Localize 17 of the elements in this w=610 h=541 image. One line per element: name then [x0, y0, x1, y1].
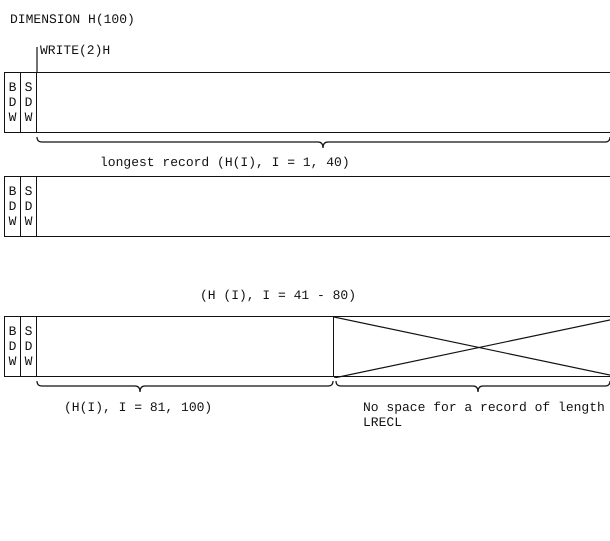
caption-text: (H(I), I = 81, 100) [64, 400, 212, 415]
crossed-out-box [333, 316, 610, 377]
caption-text: longest record (H(I), I = 1, 40) [100, 155, 350, 170]
control-word-box: S D W [20, 72, 37, 133]
caption-text: (H (I), I = 41 - 80) [200, 288, 356, 303]
control-word-box: B D W [4, 316, 21, 377]
control-word-box: B D W [4, 72, 21, 133]
control-word-box: B D W [4, 176, 21, 237]
record-box [36, 72, 610, 133]
caption-text: No space for a record of length LRECL [363, 400, 606, 430]
record-box [36, 316, 334, 377]
statement-label: WRITE(2)H [40, 43, 110, 58]
leader-line [36, 47, 38, 72]
control-word-box: S D W [20, 316, 37, 377]
control-word-box: S D W [20, 176, 37, 237]
declaration-label: DIMENSION H(100) [10, 12, 135, 27]
record-box [36, 176, 610, 237]
